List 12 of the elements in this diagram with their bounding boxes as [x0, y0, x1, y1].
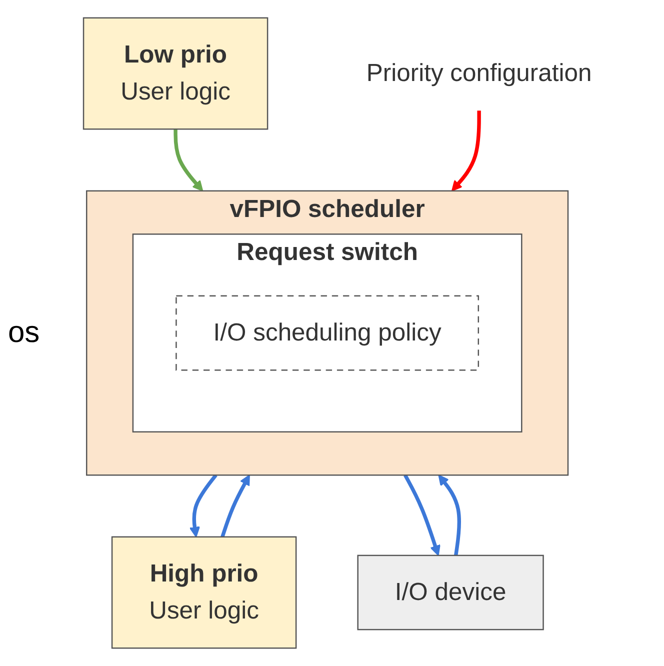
node-box: Low prio User logic — [82, 17, 268, 130]
note-text: os — [8, 316, 40, 350]
node-text: Priority configuration — [366, 60, 592, 88]
arrow — [438, 474, 461, 556]
node-box: High prio User logic — [111, 536, 296, 649]
node-box: I/O device — [356, 554, 544, 630]
arrow — [403, 474, 440, 556]
arrow — [220, 474, 250, 538]
arrow — [451, 110, 481, 192]
node-box: I/O scheduling policy — [175, 295, 479, 371]
arrow — [173, 129, 203, 192]
arrow — [189, 474, 218, 538]
